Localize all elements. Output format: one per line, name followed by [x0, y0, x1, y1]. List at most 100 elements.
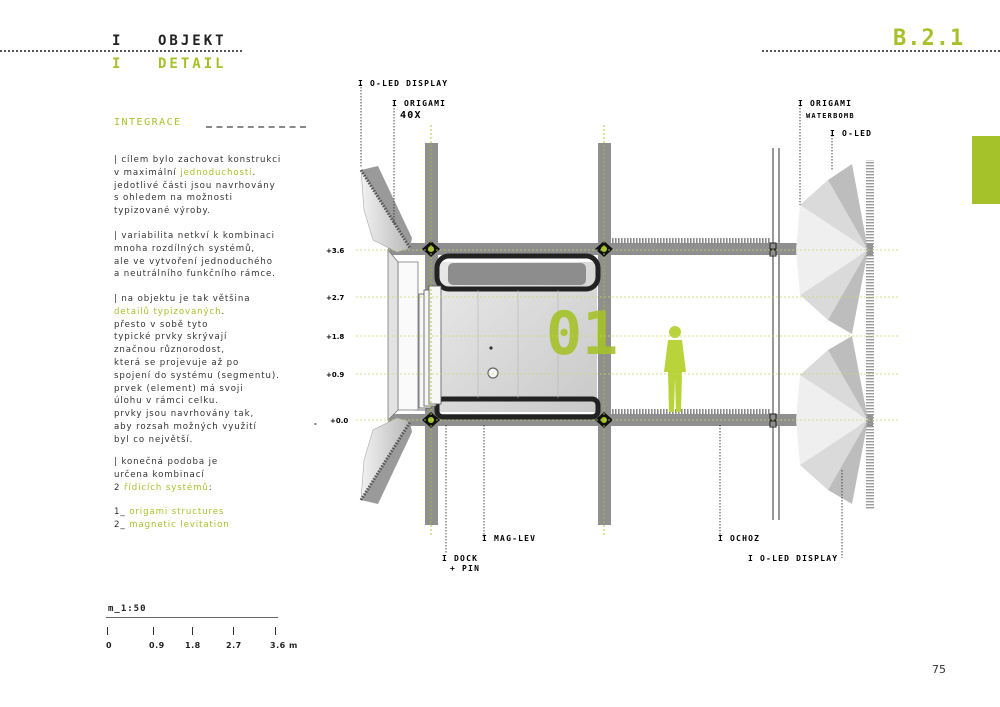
scale-tick	[275, 627, 277, 635]
text-run: v maximální	[114, 167, 181, 178]
text-run: typické prvky skrývají	[114, 332, 228, 343]
paragraph-3: | na objektu je tak většina detailů typiz…	[114, 293, 324, 447]
level-label-2-7: +2.7	[326, 294, 344, 302]
level-label-3-6: +3.6	[326, 247, 344, 255]
cabin-floor-frame	[434, 396, 601, 420]
paragraph-line: byl co největší.	[114, 434, 324, 447]
paragraph-line: detailů typizovaných.	[114, 306, 324, 319]
paragraph-line: a neutrálního funkčního rámce.	[114, 268, 324, 281]
scale-tick	[192, 627, 194, 635]
text-run: .	[221, 306, 226, 317]
label-dock-pin: + PIN	[450, 564, 480, 573]
header-title-objekt: OBJEKT	[158, 33, 227, 49]
text-run: úlohu v rámci celku.	[114, 396, 219, 407]
origami-fin-left-top	[359, 166, 412, 253]
module-number: 01	[546, 299, 618, 369]
text-run: ale ve vytvoření jednoduchého	[114, 256, 273, 267]
paragraph-line: úlohu v rámci celku.	[114, 395, 324, 408]
text-run: | variabilita netkví k kombinaci	[114, 231, 275, 241]
column-middle	[598, 143, 611, 525]
paragraph-line: spojení do systému (segmentu).	[114, 370, 324, 383]
origami-fan-right-top	[796, 160, 874, 340]
text-run: určena kombinací	[114, 469, 205, 480]
human-figure	[664, 326, 686, 412]
label-maglev: I MAG-LEV	[482, 534, 536, 543]
scale-tick	[153, 627, 155, 635]
text-run: | konečná podoba je	[114, 457, 219, 467]
text-run: aby rozsah možných využití	[114, 421, 257, 432]
level-label-0-9: +0.9	[326, 371, 344, 379]
scale-tick	[233, 627, 235, 635]
text-run: přesto v sobě tyto	[114, 319, 209, 330]
level-label-0-0: +0.0	[330, 417, 348, 425]
axis-lines	[430, 125, 605, 535]
paragraph-line: aby rozsah možných využití	[114, 421, 324, 434]
paragraph-line: typické prvky skrývají	[114, 331, 324, 344]
highlighted-term: origami structures	[129, 507, 225, 517]
text-run: .	[252, 167, 257, 178]
paragraph-line: s ohledem na možnosti	[114, 192, 324, 205]
highlighted-term: jednoduchosti	[180, 167, 253, 178]
chapter-tab	[972, 136, 1000, 204]
text-run: 2	[114, 482, 124, 493]
text-run: typizované výroby.	[114, 206, 211, 217]
header-dotted-rule-right	[762, 50, 1000, 52]
level-lines	[356, 249, 900, 421]
label-oled-display-bottom: I O-LED DISPLAY	[748, 554, 838, 563]
scale-underline	[106, 617, 278, 618]
paragraph-line: která se projevuje až po	[114, 357, 324, 370]
grating-top	[611, 238, 771, 244]
paragraph-line: mnoha rozdílných systémů,	[114, 243, 324, 256]
paragraph-line: prvek (element) má svoji	[114, 383, 324, 396]
label-origami-40x: I ORIGAMI	[392, 99, 446, 108]
paragraph-line: prvky jsou navrhovány tak,	[114, 408, 324, 421]
cabin-roof-panel	[448, 263, 586, 285]
label-origami-waterbomb-type: WATERBOMB	[806, 112, 855, 120]
text-run: spojení do systému (segmentu).	[114, 370, 280, 381]
paragraph-line: 2 řídících systémů:	[114, 482, 324, 495]
scale-tick-label: 3.6 m	[270, 641, 298, 650]
paragraph-4: | konečná podoba je určena kombinací 2 říd…	[114, 456, 324, 494]
text-run: | na objektu je tak většina	[114, 294, 251, 304]
header-marker-2: I	[112, 56, 124, 72]
text-run: 2_	[114, 519, 130, 530]
highlighted-term: magnetic levitation	[129, 519, 230, 530]
rail-node-top-1	[769, 242, 777, 250]
scale-tick-label: 0	[106, 641, 113, 650]
label-dock: I DOCK	[442, 554, 478, 563]
section-title: INTEGRACE	[114, 117, 182, 128]
text-run: prvek (element) má svoji	[114, 383, 244, 394]
scale-tick-label: 0.9	[149, 641, 165, 650]
text-run: jedotlivé části jsou navrhovány	[114, 180, 276, 191]
text-run: prvky jsou navrhovány tak,	[114, 409, 255, 420]
paragraph-line: ale ve vytvoření jednoduchého	[114, 256, 324, 269]
text-run: která se projevuje až po	[114, 357, 240, 368]
scale-tick-label: 1.8	[185, 641, 201, 650]
label-oled: I O-LED	[830, 129, 872, 138]
paragraph-line: v maximální jednoduchosti.	[114, 167, 324, 180]
paragraph-line: 2_ magnetic levitation	[114, 519, 324, 532]
label-oled-display-top: I O-LED DISPLAY	[358, 79, 448, 88]
cabin-light	[487, 367, 499, 379]
highlighted-term: řídících systémů	[124, 482, 209, 493]
header-dotted-rule-left	[0, 50, 242, 52]
text-run: mnoha rozdílných systémů,	[114, 243, 256, 254]
level-label-dash: -	[314, 420, 317, 428]
scale-tick-label: 2.7	[226, 641, 242, 650]
grating-bottom	[611, 409, 771, 415]
cabin-roof-frame	[434, 253, 601, 292]
highlighted-term: detailů typizovaných	[114, 306, 222, 317]
dock-joint-bl	[422, 412, 440, 428]
beam-top	[388, 243, 873, 255]
paragraph-line: určena kombinací	[114, 469, 324, 482]
paragraph-line: | variabilita netkví k kombinaci	[114, 230, 324, 243]
scale-title: m_1:50	[108, 604, 147, 614]
paragraph-line: přesto v sobě tyto	[114, 319, 324, 332]
origami-fan-right-bottom	[796, 336, 874, 510]
page-code: B.2.1	[893, 26, 965, 51]
paragraph-line: | konečná podoba je	[114, 456, 324, 469]
header-title-detail: DETAIL	[158, 56, 227, 72]
text-run: s ohledem na možnosti	[114, 193, 233, 204]
